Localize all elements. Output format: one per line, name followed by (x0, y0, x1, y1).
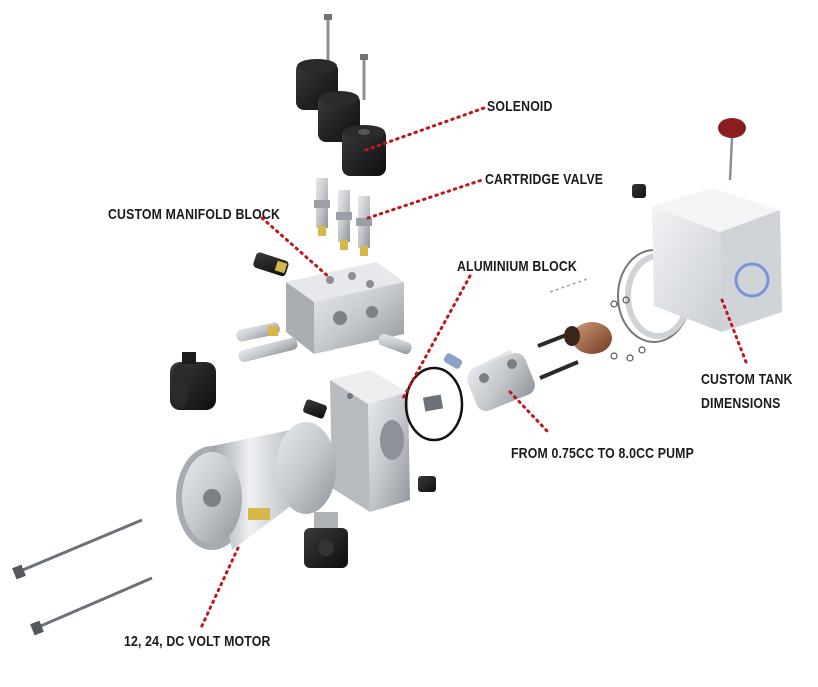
leader-solenoid (364, 106, 486, 152)
label-aluminium-block: ALUMINIUM BLOCK (457, 258, 577, 275)
valve-fittings-left (236, 322, 298, 363)
suction-filter (564, 322, 612, 354)
o-ring (404, 366, 464, 442)
label-custom-manifold-block: CUSTOM MANIFOLD BLOCK (108, 206, 280, 223)
motor-starter-solenoid (304, 512, 348, 568)
solenoid-screw-right (360, 54, 368, 100)
oil-tank (652, 188, 782, 332)
label-motor: 12, 24, DC VOLT MOTOR (124, 633, 271, 650)
solenoid-coils (296, 59, 386, 176)
solenoid-screw-left (324, 14, 332, 62)
gear-pump (467, 350, 535, 411)
leader-motor (198, 546, 240, 632)
plug-fitting-yellow (253, 252, 289, 277)
label-cartridge-valve: CARTRIDGE VALVE (485, 171, 604, 188)
leader-tank (720, 298, 748, 364)
dc-motor (176, 422, 336, 550)
solenoid-coil-left (170, 352, 216, 410)
leader-aluminium (400, 274, 472, 402)
label-pump: FROM 0.75CC TO 8.0CC PUMP (511, 445, 694, 462)
leader-manifold (260, 216, 332, 280)
plug-black-small (303, 399, 327, 419)
leader-cartridge-valve (366, 178, 484, 220)
leader-pump (508, 390, 550, 434)
valve-fitting-right (378, 333, 412, 355)
label-custom-tank-line1: CUSTOM TANK (701, 371, 793, 388)
tank-plug (632, 184, 646, 198)
cartridge-valves (314, 178, 372, 256)
label-custom-tank-line2: DIMENSIONS (701, 395, 781, 412)
leader-lines (198, 106, 748, 632)
coupling (422, 394, 444, 412)
aluminium-block (330, 370, 410, 512)
seal-washers (610, 296, 646, 362)
blue-fitting (443, 353, 463, 369)
tie-rods (12, 518, 153, 636)
breather-cap (718, 118, 746, 181)
motor-plug (418, 476, 436, 492)
label-solenoid: SOLENOID (487, 98, 553, 115)
